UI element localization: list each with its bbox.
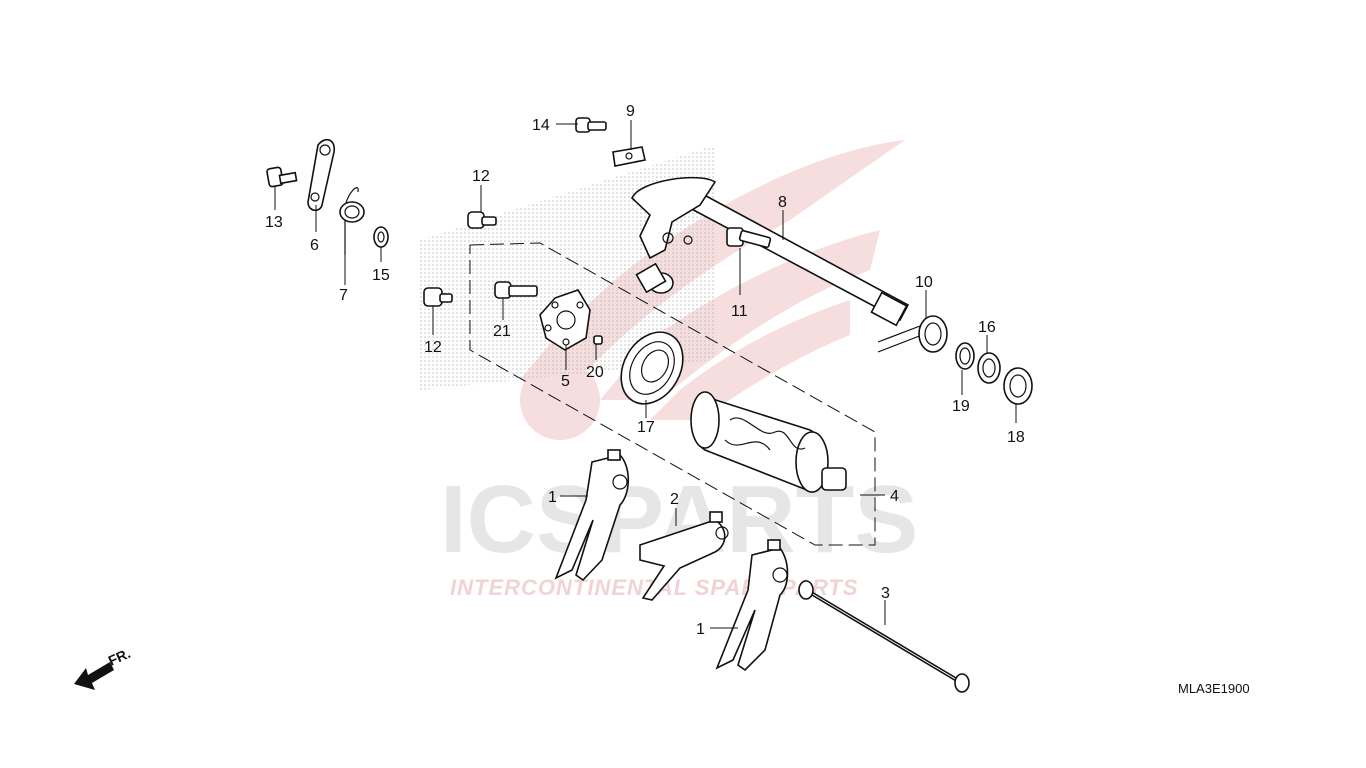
shift-fork-1-lower [715,539,789,672]
callout-19: 19 [952,398,970,415]
callout-10: 10 [915,274,933,291]
callout-4: 4 [890,488,899,505]
washer-16 [977,352,1001,384]
callout-12-lower: 12 [424,339,442,356]
callout-5: 5 [561,373,570,390]
plate-9 [612,146,646,167]
direction-label: FR. [106,645,133,669]
shift-drum-4 [690,391,847,493]
bolt-13 [266,166,298,188]
oil-seal-18 [1003,367,1033,405]
callout-11: 11 [731,303,748,320]
callout-12-upper: 12 [472,168,490,185]
assembly-outline [469,242,876,546]
callout-9: 9 [626,103,635,120]
bolt-12-upper [467,211,497,229]
bolt-21 [494,281,538,299]
arrow-left-icon [74,662,114,690]
callout-8: 8 [778,194,787,211]
callout-14: 14 [532,117,550,134]
callout-13: 13 [265,214,283,231]
callout-21: 21 [493,323,511,340]
shift-fork-1-upper [554,449,630,582]
stopper-arm-6 [307,138,336,212]
leader-lines [274,120,1017,629]
bearing-17 [620,331,684,405]
shift-drum-center-5 [539,289,591,351]
callout-7: 7 [339,287,348,304]
callout-2: 2 [670,491,679,508]
callout-17: 17 [637,419,655,436]
bolt-14 [575,117,607,133]
bolt-12-lower [423,287,453,307]
callout-20: 20 [586,364,604,381]
callout-18: 18 [1007,429,1025,446]
shift-fork-2 [639,511,729,601]
spring-7 [339,187,365,255]
gearshift-spindle-8 [631,176,910,327]
pin-20 [593,335,603,345]
callout-1-upper: 1 [548,489,557,506]
bolt-11 [726,227,772,249]
washer-15 [373,226,389,248]
front-direction-indicator: FR. [74,645,133,690]
callout-6: 6 [310,237,319,254]
circlip-19 [955,342,975,370]
callout-labels: 1 1 2 3 4 5 6 7 8 9 10 11 12 12 13 14 15… [265,103,1025,638]
fork-shaft-3 [798,580,970,693]
diagram-code: MLA3E1900 [1178,681,1250,696]
callout-16: 16 [978,319,996,336]
callout-15: 15 [372,267,390,284]
callout-3: 3 [881,585,890,602]
callout-1-lower: 1 [696,621,705,638]
return-spring-10 [877,315,948,353]
